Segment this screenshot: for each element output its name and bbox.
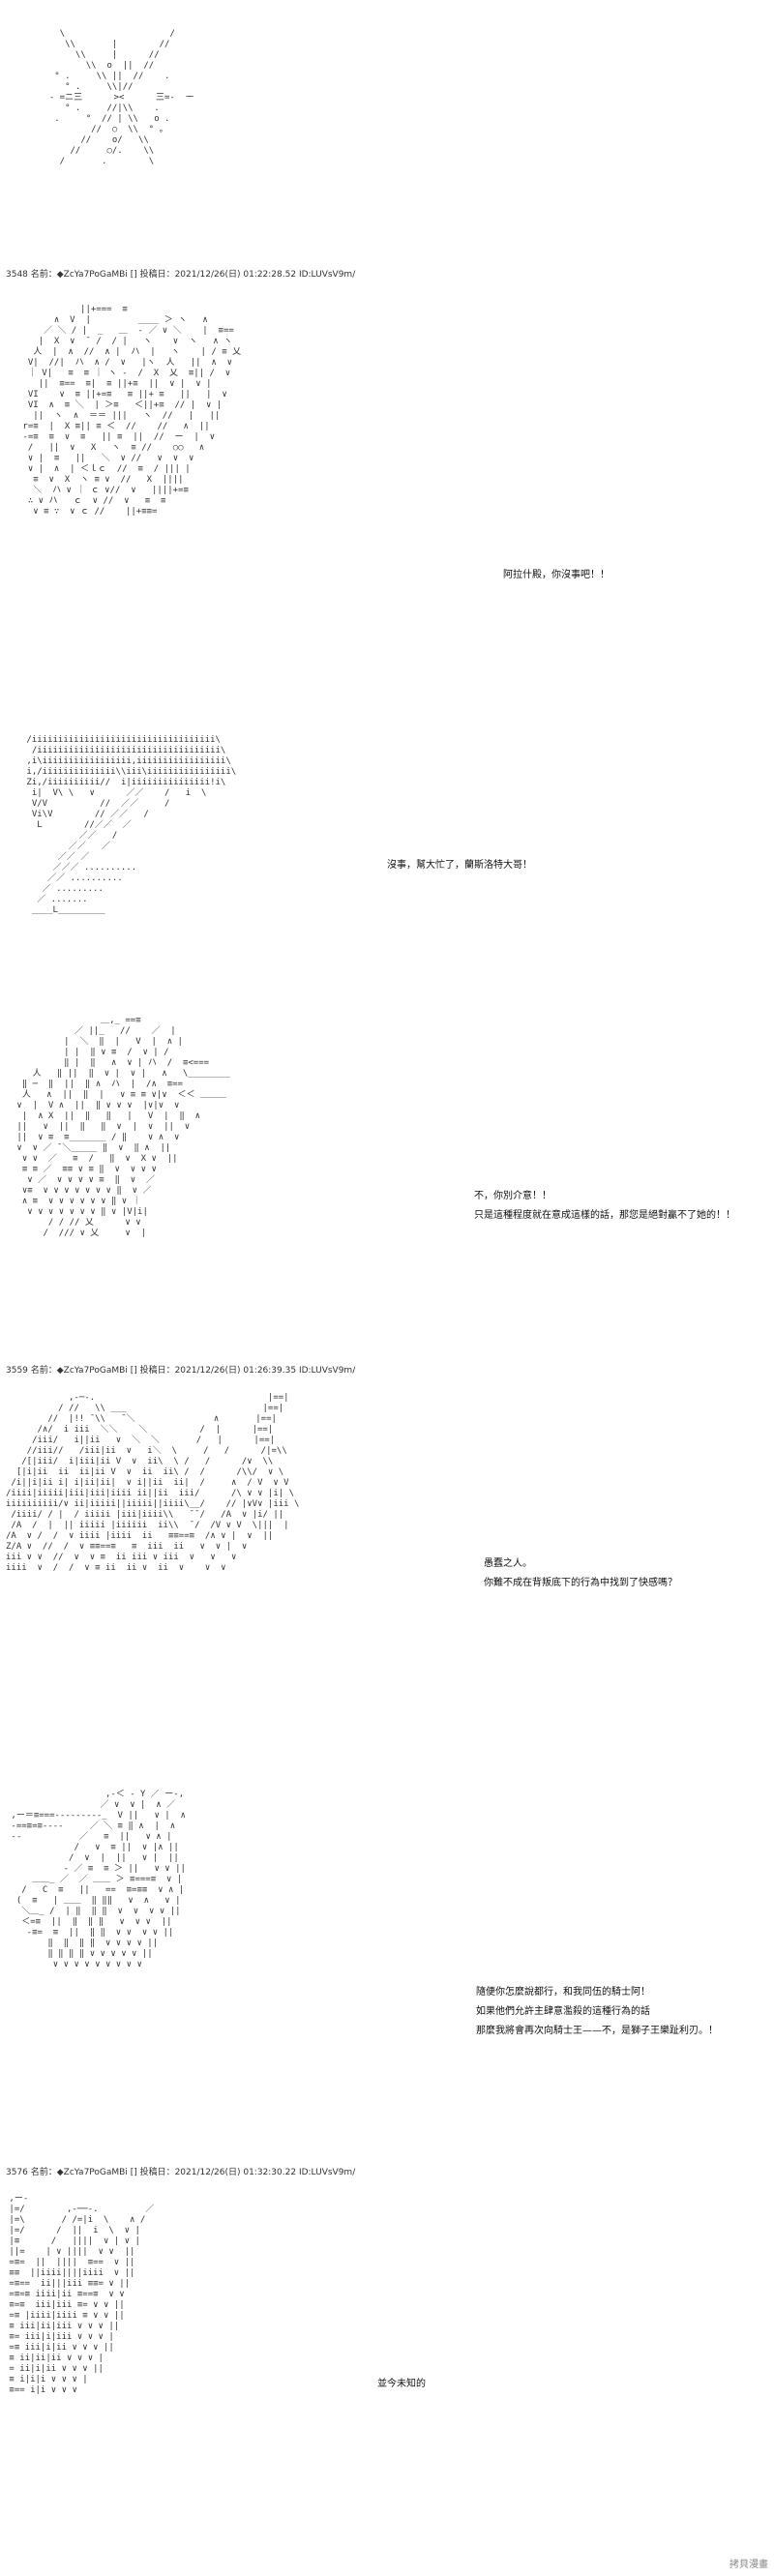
- ascii-art-dark-figure: ,-─‐. |==| / // \\ ___ |==| // |!! ̄ \\ …: [6, 1393, 300, 1573]
- dialogue-text: 愚蠢之人。 你難不成在背叛底下的行為中找到了快感嗎？: [484, 1554, 677, 1593]
- dialogue-line: 你難不成在背叛底下的行為中找到了快感嗎？: [484, 1578, 677, 1588]
- dialogue-line: 那麼我將會再次向騎士王——不，是獅子王樂趾利刃。！: [476, 2026, 718, 2036]
- watermark: 拷貝漫畫: [729, 2560, 768, 2570]
- post-header: 3548 名前：◆ZcYa7PoGaMBi [] 投稿日：2021/12/26(…: [6, 270, 356, 280]
- dialogue-line: 隨便你怎麼說都行，和我同伍的騎士阿！: [476, 1987, 650, 1998]
- dialogue-line: 並今未知的: [377, 2379, 426, 2389]
- dialogue-text: 不，你別介意！！ 只是這種程度就在意成這樣的話，那您是絕對贏不了她的！！: [474, 1187, 735, 1226]
- ascii-art-spear-figure: ,-＜ ‐ Y ／ ー-, ／ ∨ ∨ | ∧ ／ ,ー＝≡===-------…: [11, 1790, 186, 1969]
- dialogue-line: 沒事，幫大忙了，蘭斯洛特大哥！: [387, 860, 532, 871]
- dialogue-line: 不，你別介意！！: [474, 1191, 551, 1201]
- ascii-art-warrior: ＿,_ ==≡ ／ ||_ // ／ | | ＼ ‖ | V | ∧ | | |…: [16, 1016, 230, 1238]
- post-header: 3559 名前：◆ZcYa7PoGaMBi [] 投稿日：2021/12/26(…: [6, 1366, 356, 1376]
- dialogue-line: 阿拉什殿，你沒事吧！！: [503, 570, 610, 580]
- dialogue-text: 並今未知的: [377, 2375, 426, 2394]
- ascii-art-impact: \ / \\ | // \\ | // \\ o || // ° . \\ ||…: [48, 29, 194, 166]
- dialogue-text: 阿拉什殿，你沒事吧！！: [503, 566, 610, 585]
- dialogue-line: 如果他們允許主肆意濫殺的這種行為的話: [476, 2006, 650, 2017]
- ascii-art-final-figure: ,ー- |=/ ,-──-. ／ |=\ / /=|i \ ∧ / |=/ / …: [9, 2194, 155, 2395]
- ascii-art-characters: ||+=== ≡ ∧ V | ____ ＞ ヽ ∧ ／ ＼ / | _ ＿ ‐ …: [22, 305, 242, 517]
- dialogue-text: 隨便你怎麼說都行，和我同伍的騎士阿！ 如果他們允許主肆意濫殺的這種行為的話 那麼…: [476, 1983, 718, 2041]
- dialogue-text: 沒事，幫大忙了，蘭斯洛特大哥！: [387, 856, 532, 875]
- post-header: 3576 名前：◆ZcYa7PoGaMBi [] 投稿日：2021/12/26(…: [6, 2168, 356, 2177]
- dialogue-line: 只是這種程度就在意成這樣的話，那您是絕對贏不了她的！！: [474, 1210, 735, 1221]
- dialogue-line: 愚蠢之人。: [484, 1558, 532, 1569]
- ascii-art-slash: /iiiiiiiiiiiiiiiiiiiiiiiiiiiiiiiiiii\ /i…: [26, 735, 237, 915]
